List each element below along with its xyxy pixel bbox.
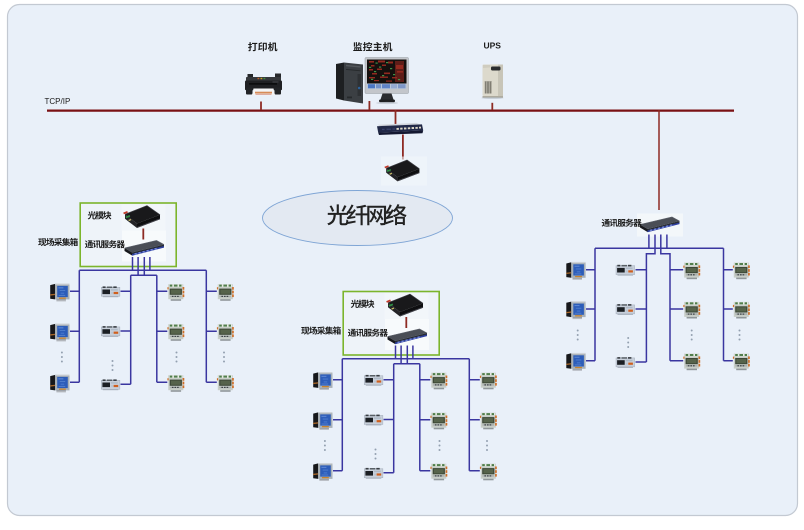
svg-text:TCP/IP: TCP/IP [45,97,71,106]
svg-text:UPS: UPS [484,40,502,50]
